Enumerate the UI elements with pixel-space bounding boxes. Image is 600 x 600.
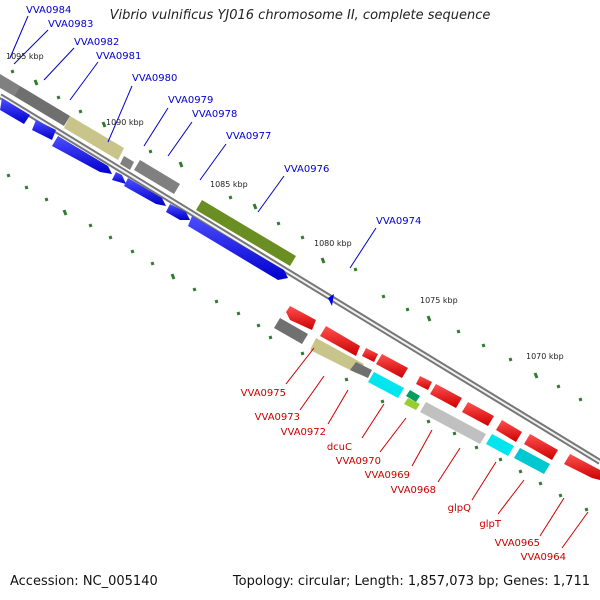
label-vva0964[interactable]: VVA0964 <box>521 552 566 563</box>
gene-vva0978[interactable] <box>134 160 180 194</box>
gene-glpt[interactable] <box>514 448 550 474</box>
reverse-labels: VVA0975 VVA0973 VVA0972 dcuC VVA0970 VVA… <box>241 388 566 563</box>
label-vva0979[interactable]: VVA0979 <box>168 95 213 106</box>
scale-ticks <box>6 69 589 512</box>
gene-vva0977b[interactable] <box>124 178 166 206</box>
forward-leaders <box>9 15 377 269</box>
gene-red-5[interactable] <box>416 376 432 390</box>
gene-red-1[interactable] <box>286 306 316 330</box>
label-vva0965[interactable]: VVA0965 <box>495 538 540 549</box>
gene-glpq[interactable] <box>486 434 514 456</box>
gene-vva0977a[interactable] <box>112 172 126 184</box>
label-vva0973[interactable]: VVA0973 <box>255 412 300 423</box>
gene-vva0969[interactable] <box>404 398 420 410</box>
label-vva0983[interactable]: VVA0983 <box>48 19 93 30</box>
forward-genes <box>0 74 334 306</box>
label-vva0982[interactable]: VVA0982 <box>74 37 119 48</box>
map-title: Vibrio vulnificus YJ016 chromosome II, c… <box>109 8 491 23</box>
scale-label-1090: 1090 kbp <box>106 118 144 127</box>
label-glpq[interactable]: glpQ <box>448 503 471 514</box>
gene-red-10[interactable] <box>564 454 600 480</box>
gene-vva0972[interactable] <box>350 362 372 378</box>
gene-vva0976b[interactable] <box>188 216 288 280</box>
gene-red-7[interactable] <box>462 402 494 426</box>
reverse-genes <box>274 306 600 480</box>
label-vva0984[interactable]: VVA0984 <box>26 5 71 16</box>
gene-vva0968[interactable] <box>420 402 486 444</box>
gene-vva0970[interactable] <box>406 390 420 402</box>
label-vva0970[interactable]: VVA0970 <box>336 456 381 467</box>
gene-vva0984[interactable] <box>0 74 20 96</box>
scale-label-1095: 1095 kbp <box>6 52 44 61</box>
scale-labels: 1095 kbp 1090 kbp 1085 kbp 1080 kbp 1075… <box>6 52 564 361</box>
backbone <box>0 93 600 465</box>
forward-labels: VVA0984 VVA0983 VVA0982 VVA0981 VVA0980 … <box>26 5 421 227</box>
label-vva0978[interactable]: VVA0978 <box>192 109 237 120</box>
gene-vva0973[interactable] <box>310 338 364 374</box>
label-dcuc[interactable]: dcuC <box>327 442 352 453</box>
label-vva0977[interactable]: VVA0977 <box>226 131 271 142</box>
label-glpt[interactable]: glpT <box>479 519 501 530</box>
gene-vva0980[interactable] <box>52 136 112 174</box>
gene-vva0976[interactable] <box>196 200 296 266</box>
label-vva0981[interactable]: VVA0981 <box>96 51 141 62</box>
gene-red-4[interactable] <box>376 354 408 378</box>
gene-vva0974[interactable] <box>328 294 334 306</box>
label-vva0980[interactable]: VVA0980 <box>132 73 177 84</box>
label-vva0969[interactable]: VVA0969 <box>365 470 410 481</box>
topology-text: Topology: circular; Length: 1,857,073 bp… <box>232 574 590 589</box>
gene-red-8[interactable] <box>496 420 522 442</box>
gene-red-2[interactable] <box>320 326 360 356</box>
label-vva0968[interactable]: VVA0968 <box>391 485 436 496</box>
reverse-leaders <box>285 347 589 549</box>
gene-red-9[interactable] <box>524 434 558 460</box>
gene-vva0983[interactable] <box>14 86 70 126</box>
gene-dcuc[interactable] <box>368 372 404 398</box>
gene-vva0981[interactable] <box>64 116 124 160</box>
scale-label-1070: 1070 kbp <box>526 352 564 361</box>
scale-label-1075: 1075 kbp <box>420 296 458 305</box>
label-vva0974[interactable]: VVA0974 <box>376 216 421 227</box>
gene-red-3[interactable] <box>362 348 378 362</box>
gene-vva0979[interactable] <box>120 156 134 170</box>
accession-text: Accession: NC_005140 <box>10 574 158 589</box>
gene-vva0977c[interactable] <box>166 204 190 220</box>
scale-label-1080: 1080 kbp <box>314 239 352 248</box>
label-vva0972[interactable]: VVA0972 <box>281 427 326 438</box>
scale-label-1085: 1085 kbp <box>210 180 248 189</box>
gene-vva0975[interactable] <box>274 318 308 344</box>
gene-vva0981b[interactable] <box>32 120 56 140</box>
gene-vva0982[interactable] <box>0 98 30 124</box>
label-vva0976[interactable]: VVA0976 <box>284 164 329 175</box>
label-vva0975[interactable]: VVA0975 <box>241 388 286 399</box>
gene-red-6[interactable] <box>430 384 462 408</box>
